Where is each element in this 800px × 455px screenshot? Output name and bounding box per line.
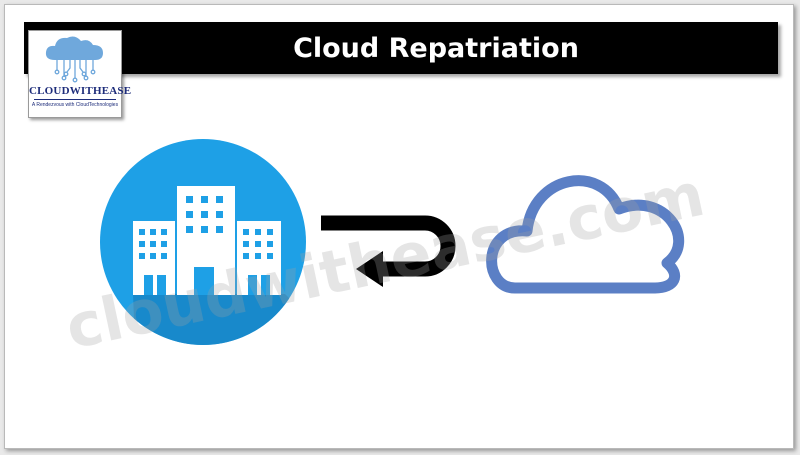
- page-title: Cloud Repatriation: [293, 32, 579, 64]
- repatriation-diagram: [100, 139, 684, 345]
- slide: Cloud Repatriation CLOUDWITHEASE A Rende…: [4, 4, 794, 449]
- cloud-circuit-logo-icon: [45, 36, 103, 83]
- brand-logo: CLOUDWITHEASE A Rendezvous with CloudTec…: [28, 30, 132, 118]
- logo-name: CLOUDWITHEASE: [29, 85, 132, 97]
- return-arrow-icon: [321, 215, 456, 287]
- logo-tagline: A Rendezvous with CloudTechnologies: [31, 102, 119, 108]
- cloud-icon: [486, 175, 684, 294]
- title-bar: Cloud Repatriation: [24, 22, 778, 74]
- office-buildings-icon: [100, 139, 306, 345]
- logo-divider: [34, 99, 116, 100]
